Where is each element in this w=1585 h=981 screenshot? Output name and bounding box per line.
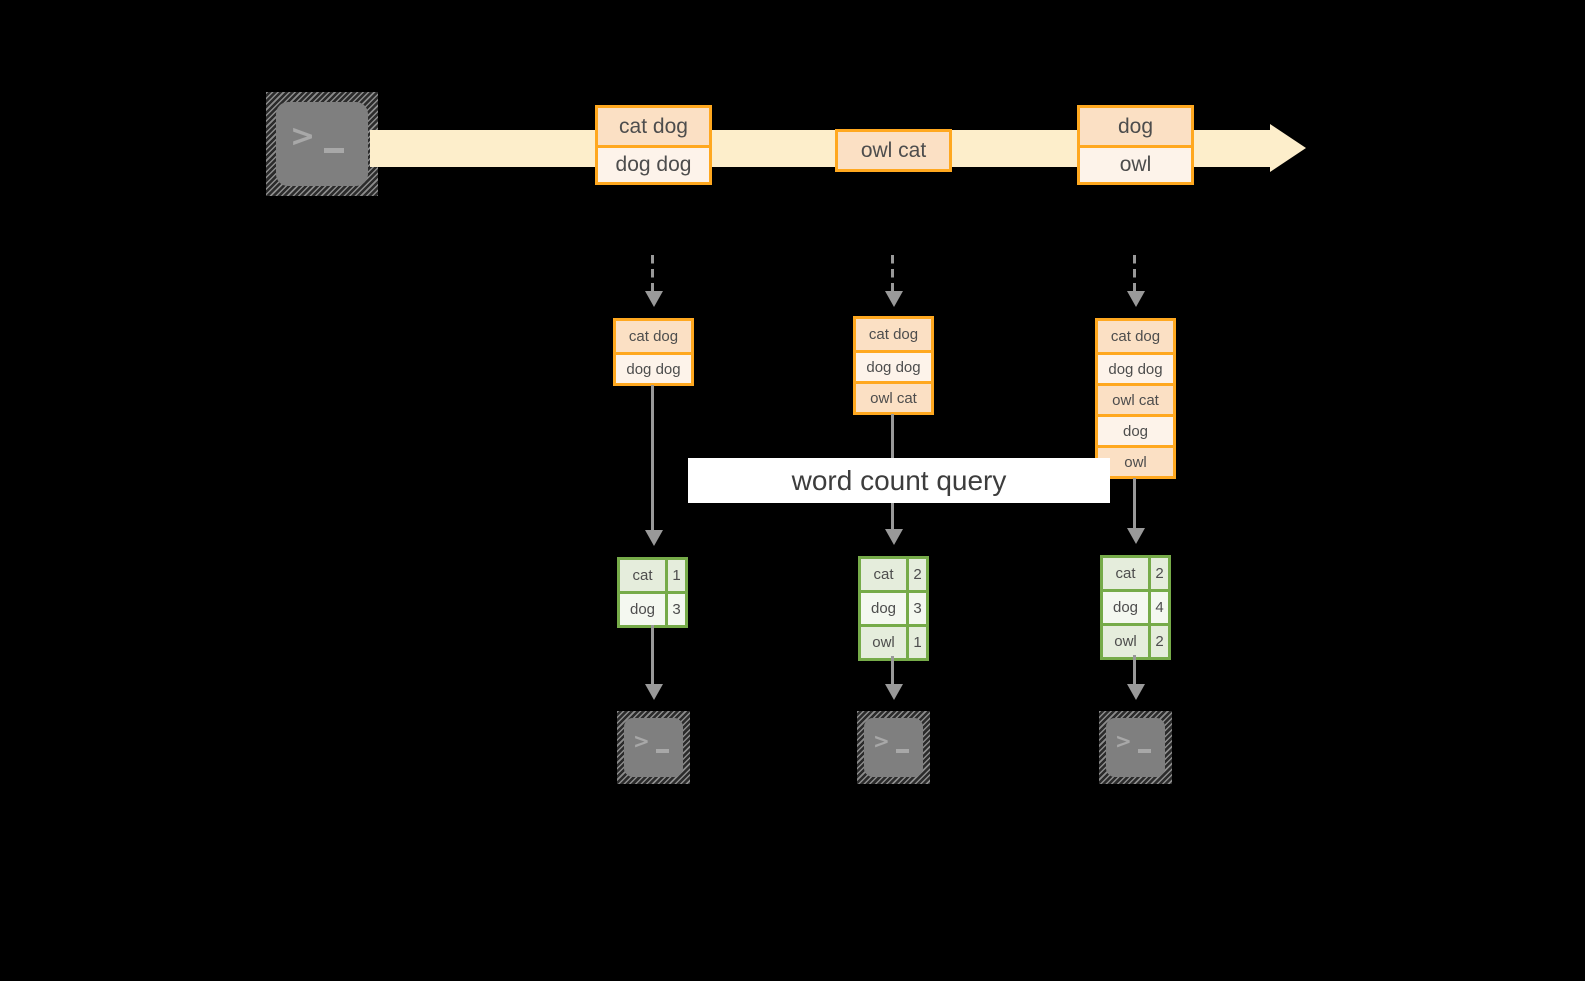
record-row: owl cat — [856, 381, 931, 412]
result-row: cat 2 — [861, 559, 926, 590]
snapshot-1-tap-line — [651, 255, 654, 293]
result-row: dog 3 — [620, 591, 685, 625]
terminal-cursor-glyph — [896, 749, 909, 753]
terminal-cursor-glyph — [1138, 749, 1151, 753]
record-row: dog — [1098, 414, 1173, 445]
snapshot-2-query-arrowhead — [885, 529, 903, 545]
snapshot-3-records[interactable]: cat dog dog dog owl cat dog owl — [1095, 318, 1176, 479]
snapshot-3-tap-line — [1133, 255, 1136, 293]
terminal-prompt-glyph: > — [290, 119, 316, 154]
result-word: owl — [861, 627, 906, 658]
terminal-screen: > — [624, 718, 683, 777]
result-word: cat — [861, 559, 906, 590]
record-row: dog dog — [856, 350, 931, 381]
stream-record: dog dog — [598, 145, 709, 182]
terminal-screen: > — [1106, 718, 1165, 777]
snapshot-3-sink-line — [1133, 655, 1136, 687]
snapshot-1-query-line — [651, 385, 654, 533]
result-row: cat 2 — [1103, 558, 1168, 589]
terminal-cursor-glyph — [656, 749, 669, 753]
result-word: cat — [1103, 558, 1148, 589]
stream-group-2[interactable]: owl cat — [835, 129, 952, 172]
result-row: owl 1 — [861, 624, 926, 658]
stream-record: owl cat — [838, 132, 949, 169]
result-row: owl 2 — [1103, 623, 1168, 657]
stream-record: dog — [1080, 108, 1191, 145]
result-word: dog — [620, 594, 665, 625]
snapshot-3-tap-arrowhead — [1127, 291, 1145, 307]
result-count: 2 — [1148, 626, 1168, 657]
record-row: cat dog — [856, 319, 931, 350]
snapshot-2-tap-line — [891, 255, 894, 293]
source-terminal-icon[interactable]: > — [266, 92, 378, 196]
snapshot-2-tap-arrowhead — [885, 291, 903, 307]
result-row: cat 1 — [620, 560, 685, 591]
terminal-screen: > — [864, 718, 923, 777]
result-count: 1 — [906, 627, 926, 658]
query-label: word count query — [688, 458, 1110, 503]
result-row: dog 4 — [1103, 589, 1168, 623]
snapshot-2-records[interactable]: cat dog dog dog owl cat — [853, 316, 934, 415]
result-count: 4 — [1148, 592, 1168, 623]
snapshot-1-sink-line — [651, 625, 654, 687]
result-row: dog 3 — [861, 590, 926, 624]
terminal-prompt-glyph: > — [633, 729, 650, 753]
snapshot-1-tap-arrowhead — [645, 291, 663, 307]
snapshot-1-sink-arrowhead — [645, 684, 663, 700]
stream-arrow-head — [1270, 124, 1306, 172]
snapshot-3-sink-terminal-icon[interactable]: > — [1099, 711, 1172, 784]
snapshot-3-sink-arrowhead — [1127, 684, 1145, 700]
snapshot-1-query-arrowhead — [645, 530, 663, 546]
snapshot-1-sink-terminal-icon[interactable]: > — [617, 711, 690, 784]
terminal-cursor-glyph — [324, 148, 344, 153]
snapshot-2-results[interactable]: cat 2 dog 3 owl 1 — [858, 556, 929, 661]
terminal-prompt-glyph: > — [1115, 729, 1132, 753]
result-count: 2 — [906, 559, 926, 590]
record-row: dog dog — [616, 352, 691, 383]
result-word: cat — [620, 560, 665, 591]
stream-group-1[interactable]: cat dog dog dog — [595, 105, 712, 185]
record-row: cat dog — [1098, 321, 1173, 352]
snapshot-2-sink-terminal-icon[interactable]: > — [857, 711, 930, 784]
record-row: cat dog — [616, 321, 691, 352]
stream-group-3[interactable]: dog owl — [1077, 105, 1194, 185]
stream-record: owl — [1080, 145, 1191, 182]
record-row: owl — [1098, 445, 1173, 476]
terminal-screen: > — [276, 102, 368, 186]
stream-record: cat dog — [598, 108, 709, 145]
snapshot-2-sink-arrowhead — [885, 684, 903, 700]
result-word: owl — [1103, 626, 1148, 657]
terminal-prompt-glyph: > — [873, 729, 890, 753]
record-row: dog dog — [1098, 352, 1173, 383]
result-count: 3 — [665, 594, 685, 625]
result-word: dog — [1103, 592, 1148, 623]
result-count: 2 — [1148, 558, 1168, 589]
snapshot-3-results[interactable]: cat 2 dog 4 owl 2 — [1100, 555, 1171, 660]
snapshot-1-records[interactable]: cat dog dog dog — [613, 318, 694, 386]
result-count: 3 — [906, 593, 926, 624]
result-word: dog — [861, 593, 906, 624]
result-count: 1 — [665, 560, 685, 591]
snapshot-3-query-arrowhead — [1127, 528, 1145, 544]
record-row: owl cat — [1098, 383, 1173, 414]
snapshot-1-results[interactable]: cat 1 dog 3 — [617, 557, 688, 628]
snapshot-2-sink-line — [891, 656, 894, 687]
snapshot-3-query-line — [1133, 478, 1136, 532]
